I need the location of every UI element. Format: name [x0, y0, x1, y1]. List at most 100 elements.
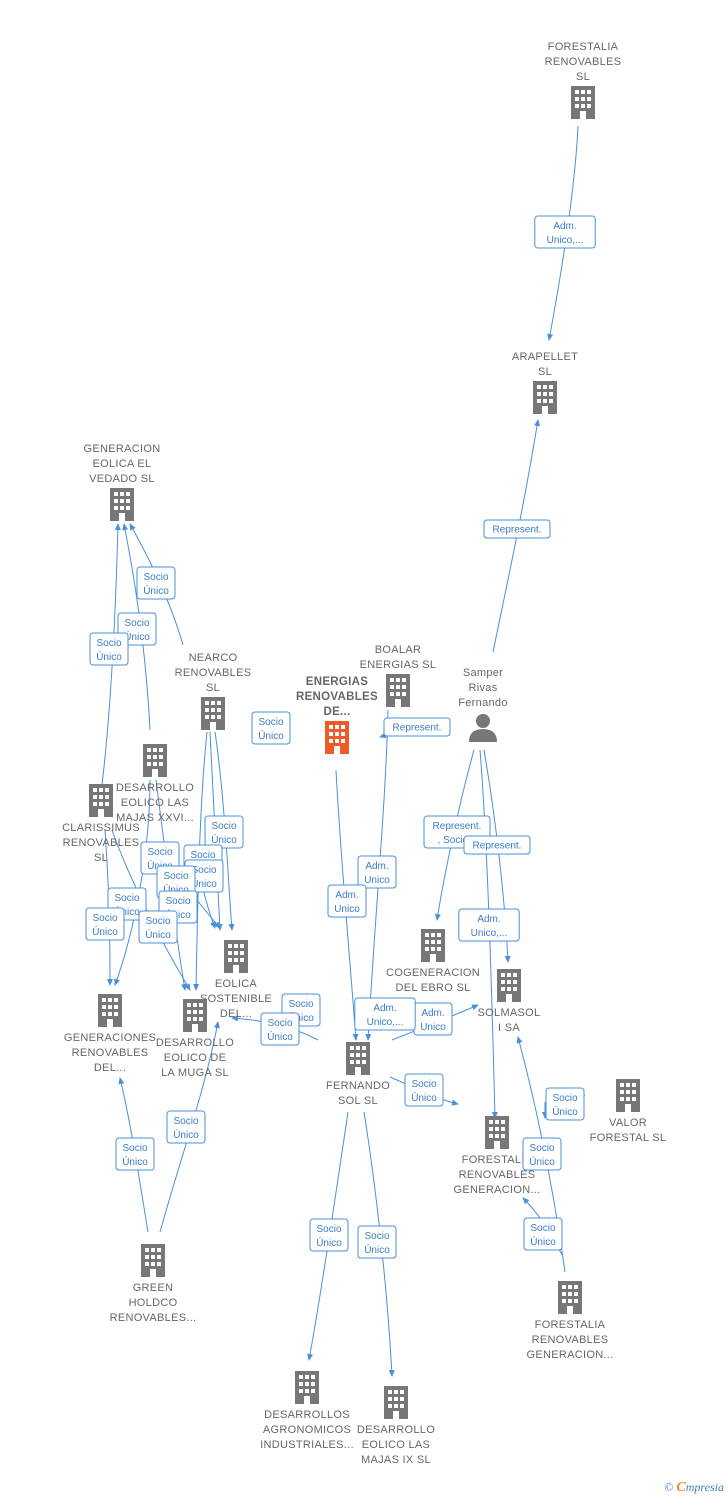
node-label-line: AGRONOMICOS: [263, 1424, 351, 1436]
person-icon: [469, 714, 497, 742]
edge-label-box: [383, 717, 451, 737]
edge-label-e20[interactable]: Adm. Unico: [327, 884, 367, 918]
edge-label-text: Único: [143, 584, 169, 597]
building-icon: [421, 929, 445, 962]
edge-label-text: Único: [124, 630, 150, 643]
edge-label-text: Adm.: [373, 1003, 396, 1014]
node-label-line: INDUSTRIALES...: [260, 1439, 354, 1451]
node-label-line: DEL...: [94, 1062, 126, 1074]
edge-label-text: Adm.: [477, 914, 500, 925]
edge-label-text: , Socio...: [438, 835, 477, 846]
node-label-line: EOLICA EL: [93, 458, 152, 470]
building-icon: [110, 488, 134, 521]
building-icon: [143, 744, 167, 777]
node-label-line: GENERACION...: [526, 1349, 613, 1361]
node-label-line: GENERACIONES: [64, 1032, 156, 1044]
edge-label-text: Socio: [411, 1079, 436, 1090]
node-forestalia-generacion-1[interactable]: FORESTALIARENOVABLESGENERACION...: [453, 1116, 540, 1196]
node-label-line: GENERACION: [84, 443, 161, 455]
edge-label-text: Socio: [267, 1018, 292, 1029]
edge-label-box: [458, 908, 520, 942]
node-desarrollos-agronomicos[interactable]: DESARROLLOSAGRONOMICOSINDUSTRIALES...: [260, 1371, 354, 1451]
building-icon: [346, 1042, 370, 1075]
edge-label-e22[interactable]: Adm.Unico: [413, 1002, 453, 1036]
edge-label-text: Adm.: [553, 221, 576, 232]
building-icon: [533, 381, 557, 414]
edge-label-box: [166, 1110, 206, 1144]
edge-label-e25[interactable]: Adm.Unico,...: [354, 997, 416, 1031]
edge-label-e10[interactable]: Represent.: [463, 835, 531, 855]
node-label-line: Rivas: [468, 682, 497, 694]
node-label-line: FORESTALIA: [548, 41, 619, 53]
edge-label-text: Único: [96, 650, 122, 663]
node-label-line: DEL EBRO SL: [395, 982, 470, 994]
node-label-line: SL: [206, 682, 220, 694]
edge-label-text: Socio: [529, 1143, 554, 1154]
edge-label-e19[interactable]: Adm.Unico: [357, 855, 397, 889]
node-label-line: SL: [94, 852, 108, 864]
edge-label-text: Único: [267, 1030, 293, 1043]
node-label-line: RENOVABLES...: [110, 1312, 197, 1324]
node-label-line: FERNANDO: [326, 1080, 390, 1092]
edge-label-text: Represent.: [393, 723, 442, 734]
edge-label-text: Unico: [334, 904, 360, 915]
node-label-line: DESARROLLO: [116, 782, 194, 794]
edge-label-text: Socio: [122, 1143, 147, 1154]
edge-label-box: [138, 910, 178, 944]
node-label-line: DE...: [323, 706, 350, 718]
edge-label-text: Socio: [552, 1093, 577, 1104]
edge-label-text: Socio: [364, 1231, 389, 1242]
node-energias-focus[interactable]: ENERGIASRENOVABLESDE...: [296, 676, 378, 754]
edge-label-e2[interactable]: Represent.: [483, 519, 551, 539]
node-green-holdco[interactable]: GREENHOLDCORENOVABLES...: [110, 1244, 197, 1324]
edge-label-text: Socio: [114, 893, 139, 904]
node-forestalia-generacion-2[interactable]: FORESTALIARENOVABLESGENERACION...: [526, 1281, 613, 1361]
node-label-line: BOALAR: [375, 644, 421, 656]
node-label-line: VALOR: [609, 1117, 647, 1129]
edge-label-box: [354, 997, 416, 1031]
node-label-line: LA MUGA SL: [161, 1067, 229, 1079]
node-eolica-sostenible[interactable]: EOLICASOSTENIBLEDEL...: [200, 940, 272, 1020]
node-label-line: SOSTENIBLE: [200, 993, 272, 1005]
edge-label-text: Unico,...: [547, 235, 584, 246]
edge-label-e7[interactable]: Represent.: [383, 717, 451, 737]
edge-label-e1[interactable]: Adm. Unico,...: [534, 215, 596, 249]
edge-label-text: Adm.: [335, 890, 358, 901]
node-generaciones-renovables[interactable]: GENERACIONESRENOVABLESDEL...: [64, 994, 156, 1074]
edge-label-e21[interactable]: Adm.Unico,...: [458, 908, 520, 942]
edge-label-text: Socio: [288, 999, 313, 1010]
edge-label-box: [260, 1012, 300, 1046]
edge-label-text: Único: [411, 1091, 437, 1104]
